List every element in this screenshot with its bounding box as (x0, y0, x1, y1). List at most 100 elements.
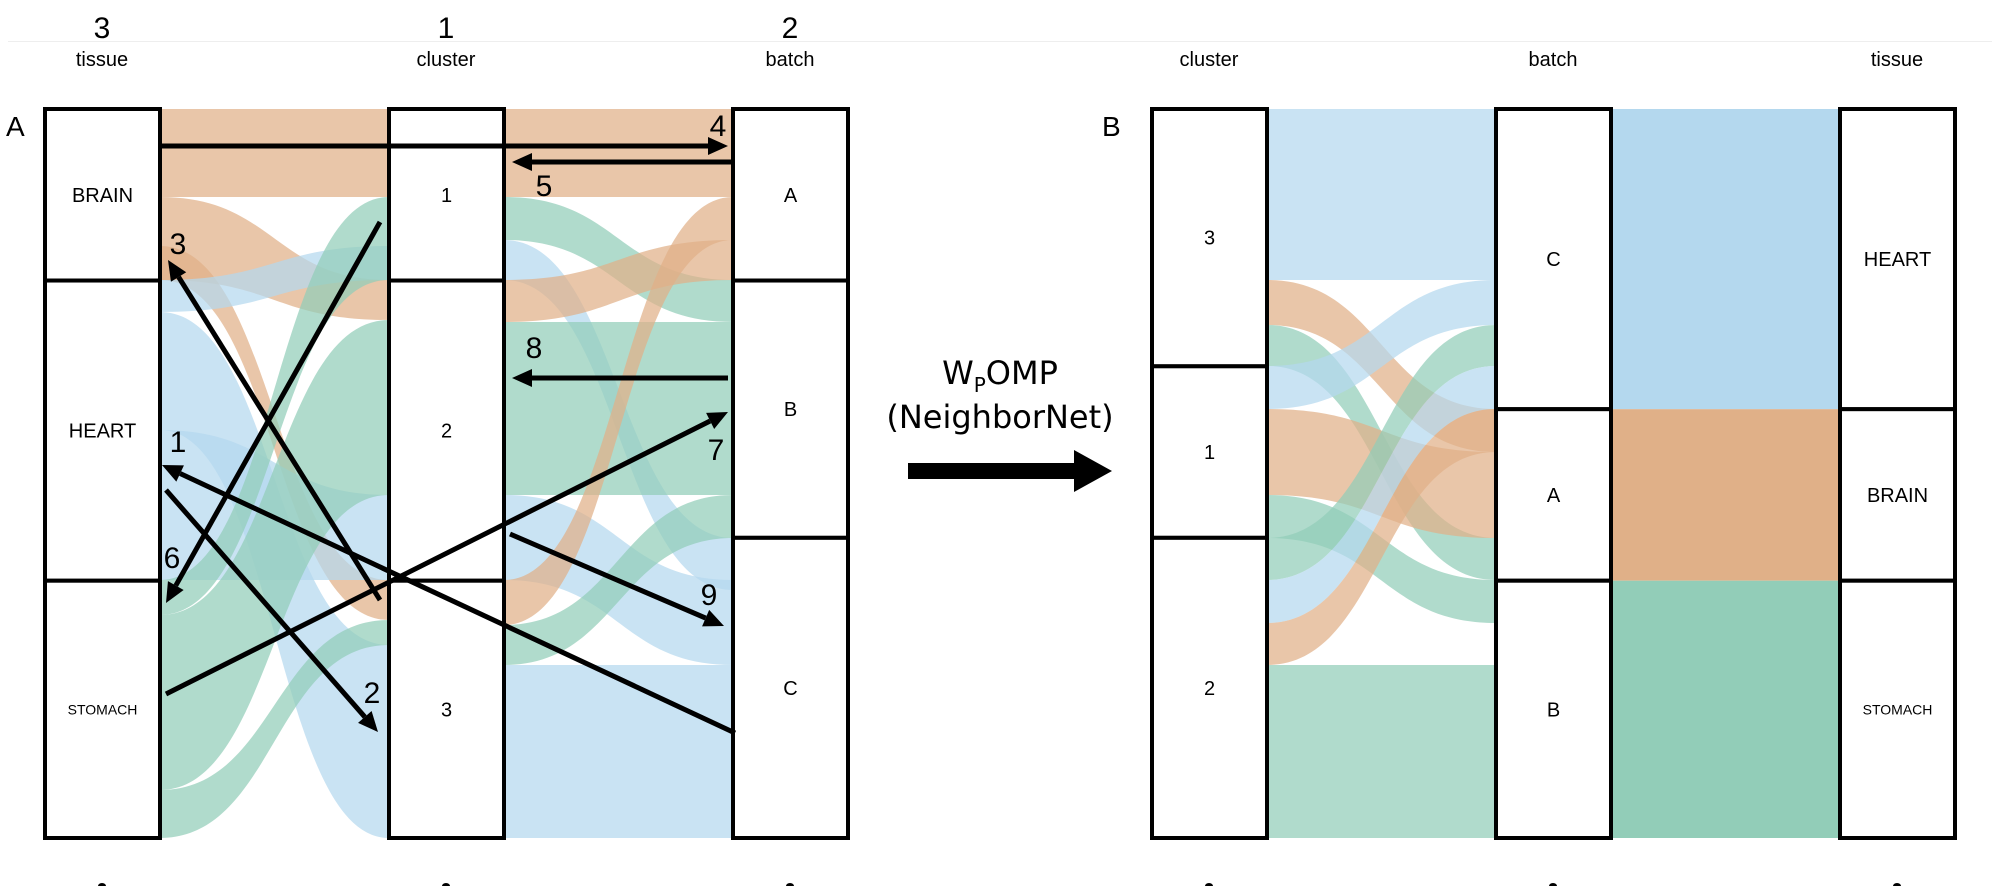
bottom-tick-marks (98, 883, 1901, 886)
stratum-batch-b (731, 278, 850, 540)
crossing-arrowhead-2 (358, 711, 378, 732)
crossing-arrow-3 (176, 275, 383, 602)
stratum-label-cluster-b: 1 (1204, 442, 1215, 464)
stratum-label-batch: C (783, 678, 797, 700)
stratum-tissue-b-stomach (1838, 578, 1957, 840)
stratum-cluster-b-3 (1150, 107, 1269, 369)
crossing-label-3: 3 (170, 228, 187, 261)
stratum-label-cluster: 3 (441, 699, 452, 721)
crossing-arrowhead-3 (168, 260, 187, 282)
axis-title-tissue-b: tissue (1871, 49, 1923, 71)
flow-tissue-cluster (160, 620, 389, 838)
crossing-label-4: 4 (710, 110, 727, 143)
stratum-tissue-stomach (43, 578, 162, 840)
header-divider (8, 41, 1992, 42)
crossing-arrow-1 (179, 471, 737, 736)
flow-cluster-batch (504, 109, 733, 197)
stratum-cluster-b-2 (1150, 535, 1269, 841)
axis-title-cluster-b: cluster (1180, 49, 1239, 71)
flow-cluster-batch (504, 665, 733, 838)
panel-b-flows (1267, 109, 1840, 838)
stratum-batch-c (731, 535, 850, 841)
crossing-arrowhead-5 (512, 153, 532, 171)
crossing-label-5: 5 (536, 170, 553, 203)
axis-rank-cluster: 1 (438, 12, 455, 45)
stratum-label-batch-b: B (1547, 699, 1560, 721)
axis-title-batch: batch (766, 49, 815, 71)
stratum-cluster-3 (387, 578, 506, 840)
crossing-arrowhead-9 (702, 609, 724, 627)
stratum-label-cluster: 2 (441, 421, 452, 443)
panel-a-flows (160, 109, 733, 838)
crossing-arrow-7 (164, 418, 712, 697)
stratum-cluster-b-1 (1150, 364, 1269, 540)
method-subtitle: (NeighborNet) (886, 398, 1113, 436)
stratum-label-tissue-b: BRAIN (1867, 485, 1928, 507)
flow-cluster-batch (504, 197, 733, 625)
axis-title-tissue: tissue (76, 49, 128, 71)
flow-tissue-cluster (160, 109, 389, 197)
crossing-arrowhead-1 (162, 465, 184, 482)
stratum-label-cluster: 1 (441, 185, 452, 207)
flow-tissue-cluster (160, 320, 389, 790)
method-title: WPOMP (942, 354, 1058, 397)
stratum-batch-b-b (1494, 578, 1613, 840)
crossing-arrow-9 (509, 531, 707, 621)
stratum-tissue-brain (43, 107, 162, 283)
panel-b-label: B (1102, 111, 1121, 142)
stratum-tissue-heart (43, 278, 162, 583)
stratum-label-tissue: STOMACH (68, 701, 138, 717)
flow-cluster-batch-b (1267, 366, 1496, 623)
flow-batch-tissue-stomach (1611, 580, 1840, 838)
panel-a-strata: BRAIN HEART STOMACH 1 2 3 A B C (43, 107, 850, 841)
stratum-label-batch-b: C (1546, 249, 1560, 271)
crossing-label-1: 1 (170, 426, 187, 459)
crossing-arrow-6 (173, 220, 383, 587)
stratum-label-tissue: BRAIN (72, 185, 133, 207)
stratum-label-batch-b: A (1547, 485, 1561, 507)
axis-title-cluster: cluster (417, 49, 476, 71)
crossing-label-6: 6 (164, 542, 181, 575)
axis-rank-tissue: 3 (94, 12, 111, 45)
flow-cluster-batch (504, 197, 733, 322)
stratum-batch-b-a (1494, 407, 1613, 583)
stratum-label-batch: B (784, 399, 797, 421)
panel-b-strata: 3 1 2 C A B HEART BRAIN STOMACH (1150, 107, 1957, 841)
stratum-label-cluster-b: 3 (1204, 228, 1215, 250)
crossing-arrowhead-7 (706, 412, 728, 430)
crossing-arrowhead-4 (708, 137, 728, 155)
crossing-arrowhead-8 (512, 369, 532, 387)
stratum-tissue-b-brain (1838, 407, 1957, 583)
stratum-cluster-2 (387, 278, 506, 583)
stratum-label-tissue-b: STOMACH (1863, 701, 1933, 717)
transform-arrow-icon (908, 450, 1112, 492)
crossing-label-8: 8 (526, 332, 543, 365)
flow-cluster-batch-b (1267, 280, 1496, 409)
crossing-label-2: 2 (364, 677, 381, 710)
stratum-tissue-b-heart (1838, 107, 1957, 412)
method-title-subscript: P (974, 373, 986, 397)
axis-title-batch-b: batch (1529, 49, 1578, 71)
crossing-arrow-2 (164, 488, 367, 719)
stratum-cluster-1 (387, 107, 506, 283)
panel-a-label: A (6, 111, 25, 142)
method-title-w: W (942, 354, 974, 392)
stratum-batch-b-c (1494, 107, 1613, 412)
flow-cluster-batch-b (1267, 109, 1496, 280)
flow-batch-tissue-heart (1611, 109, 1840, 410)
stratum-label-tissue: HEART (69, 421, 136, 443)
flow-cluster-batch-b (1267, 325, 1496, 580)
panel-a-crossing-arrows: 1 2 3 4 5 6 7 8 9 (158, 110, 737, 736)
stratum-label-tissue-b: HEART (1864, 249, 1931, 271)
flow-cluster-batch-b (1267, 409, 1496, 665)
axis-rank-batch: 2 (782, 12, 799, 45)
flow-batch-tissue-brain (1611, 409, 1840, 581)
stratum-label-cluster-b: 2 (1204, 678, 1215, 700)
crossing-label-7: 7 (708, 434, 725, 467)
crossing-label-9: 9 (701, 579, 718, 612)
crossing-arrowhead-6 (166, 581, 184, 603)
flow-cluster-batch-b (1267, 665, 1496, 838)
stratum-label-batch: A (784, 185, 798, 207)
method-title-omp: OMP (986, 354, 1058, 392)
